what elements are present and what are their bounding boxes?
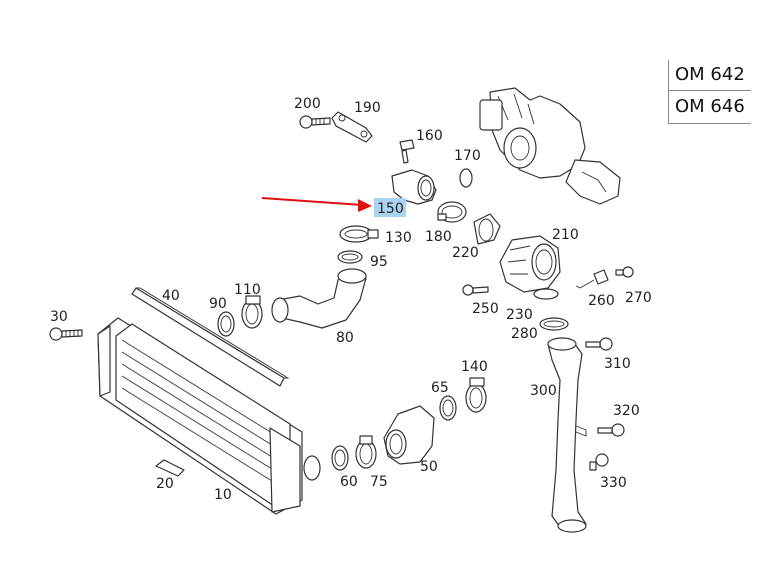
part-95-ring — [337, 250, 363, 264]
part-40-strip — [131, 287, 290, 387]
part-90-ring — [217, 311, 235, 337]
part-320-bolt — [597, 423, 625, 437]
part-190-bracket — [331, 111, 373, 143]
label-160: 160 — [416, 128, 443, 144]
pointer-arrow — [261, 197, 372, 212]
label-190: 190 — [354, 100, 381, 116]
turbocharger — [479, 87, 621, 205]
part-200-bolt — [299, 115, 331, 129]
part-30-bolt — [49, 327, 83, 341]
part-110-clamp — [241, 295, 263, 329]
label-270: 270 — [625, 290, 652, 306]
part-170-seal — [459, 168, 473, 188]
part-140-clamp — [465, 377, 487, 413]
label-320: 320 — [613, 403, 640, 419]
label-170: 170 — [454, 148, 481, 164]
label-180: 180 — [425, 229, 452, 245]
label-140: 140 — [461, 359, 488, 375]
label-80: 80 — [336, 330, 354, 346]
part-160-screw — [399, 139, 415, 164]
label-110: 110 — [234, 282, 261, 298]
label-150: 150 — [377, 201, 404, 217]
part-250-bolt — [462, 284, 489, 296]
label-250: 250 — [472, 301, 499, 317]
part-130-clamp — [339, 225, 379, 243]
part-20-bracket — [155, 459, 185, 477]
part-220-sleeve — [473, 213, 501, 245]
label-20: 20 — [156, 476, 174, 492]
label-210: 210 — [552, 227, 579, 243]
part-260-sensor — [575, 269, 609, 289]
label-300: 300 — [530, 383, 557, 399]
part-60-ring — [331, 445, 349, 471]
label-40: 40 — [162, 288, 180, 304]
label-60: 60 — [340, 474, 358, 490]
label-90: 90 — [209, 296, 227, 312]
label-310: 310 — [604, 356, 631, 372]
part-210-housing — [499, 235, 561, 293]
part-280-ring — [539, 317, 569, 331]
label-30: 30 — [50, 309, 68, 325]
label-10: 10 — [214, 487, 232, 503]
part-10-intercooler — [97, 317, 321, 515]
part-230-seal — [533, 288, 559, 300]
part-310-bolt — [585, 337, 613, 351]
part-65-ring — [439, 395, 457, 421]
label-200: 200 — [294, 96, 321, 112]
part-150-elbow-pipe — [391, 169, 437, 205]
engine-code-om646: OM 646 — [675, 96, 745, 117]
part-75-clamp — [355, 435, 377, 469]
label-330: 330 — [600, 475, 627, 491]
part-50-elbow — [383, 405, 435, 465]
engine-code-om642: OM 642 — [669, 60, 751, 91]
label-50: 50 — [420, 459, 438, 475]
part-270-screw — [615, 266, 634, 278]
label-130: 130 — [385, 230, 412, 246]
label-260: 260 — [588, 293, 615, 309]
part-330-bolt — [589, 453, 609, 471]
engine-code-box: OM 642 OM 646 — [668, 60, 751, 124]
part-80-hose — [271, 268, 367, 329]
label-95: 95 — [370, 254, 388, 270]
part-180-clamp — [437, 201, 467, 223]
highlight-box-150 — [374, 198, 406, 217]
label-75: 75 — [370, 474, 388, 490]
label-280: 280 — [511, 326, 538, 342]
label-220: 220 — [452, 245, 479, 261]
label-230: 230 — [506, 307, 533, 323]
label-65: 65 — [431, 380, 449, 396]
part-300-pipe — [547, 337, 587, 533]
